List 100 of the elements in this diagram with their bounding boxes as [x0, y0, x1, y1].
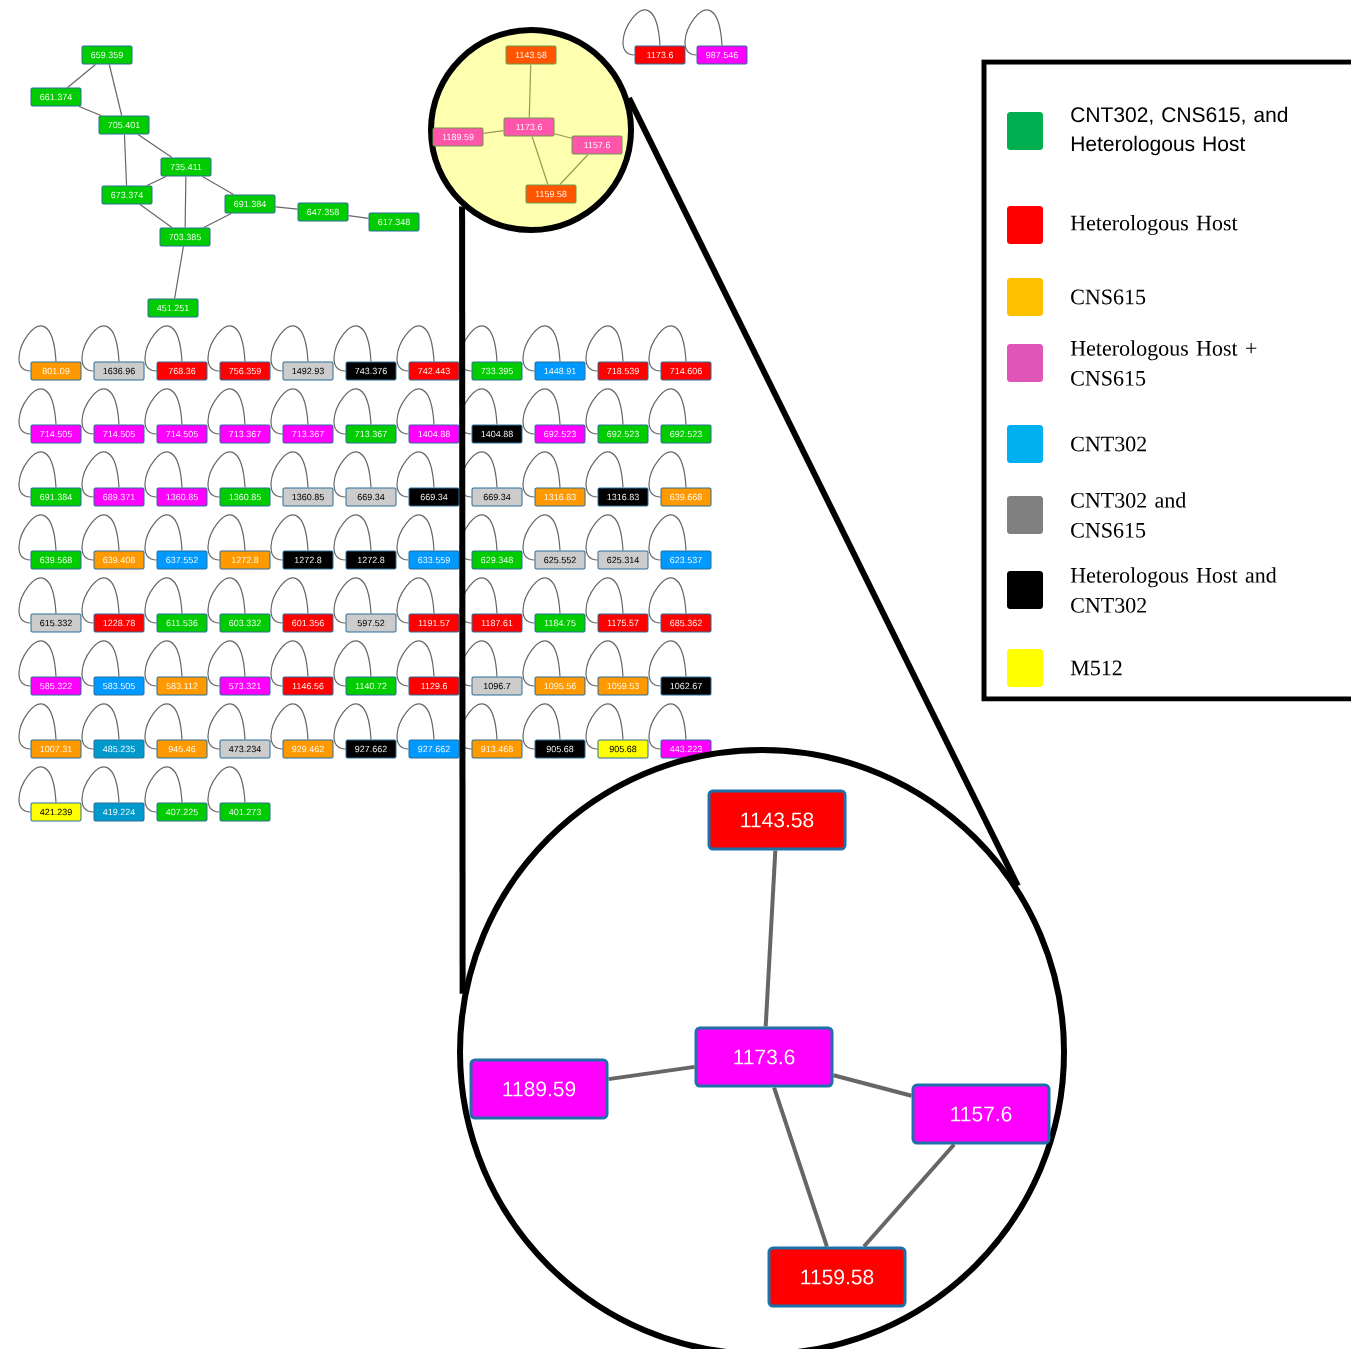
node-box: 1159.58 [525, 184, 577, 204]
connector [528, 63, 532, 119]
node-box: 1146.56 [282, 676, 334, 696]
self-loop [81, 703, 120, 750]
self-loop [207, 451, 246, 498]
self-loop [648, 388, 687, 435]
node-box: 714.505 [156, 424, 208, 444]
self-loop [648, 451, 687, 498]
self-loop [81, 388, 120, 435]
node-box: 669.34 [471, 487, 523, 507]
connector [347, 215, 370, 219]
self-loop [207, 703, 246, 750]
node-box: 1173.6 [503, 117, 555, 137]
node-box: 573.321 [219, 676, 271, 696]
node-box: 1159.58 [767, 1246, 907, 1308]
node-box: 905.68 [597, 739, 649, 759]
connector [274, 206, 299, 210]
legend-label: Heterologous Host + CNS615 [1070, 340, 1257, 386]
node-box: 1316.83 [534, 487, 586, 507]
legend-label: CNT302 and CNS615 [1071, 492, 1187, 538]
self-loop [144, 514, 183, 561]
self-loop [585, 703, 624, 750]
node-box: 633.559 [408, 550, 460, 570]
self-loop [396, 451, 435, 498]
self-loop [522, 325, 561, 372]
node-box: 1175.57 [597, 613, 649, 633]
connector [559, 153, 589, 186]
connector [531, 135, 549, 186]
connector [123, 133, 128, 187]
node-box: 1143.58 [707, 789, 847, 851]
self-loop [81, 640, 120, 687]
self-loop [81, 451, 120, 498]
node-box: 713.367 [345, 424, 397, 444]
node-box: 583.112 [156, 676, 208, 696]
self-loop [144, 703, 183, 750]
self-loop [648, 640, 687, 687]
self-loop [648, 703, 687, 750]
self-loop [333, 451, 372, 498]
node-box: 1187.61 [471, 613, 523, 633]
self-loop [333, 577, 372, 624]
self-loop [333, 325, 372, 372]
node-box: 639.408 [93, 550, 145, 570]
node-box: 718.539 [597, 361, 649, 381]
self-loop [144, 325, 183, 372]
node-box: 623.537 [660, 550, 712, 570]
node-box: 945.46 [156, 739, 208, 759]
self-loop [207, 640, 246, 687]
node-box: 927.662 [345, 739, 397, 759]
node-box: 625.314 [597, 550, 649, 570]
connector [78, 105, 102, 117]
node-box: 659.359 [81, 45, 133, 65]
node-box: 743.376 [345, 361, 397, 381]
node-box: 1448.91 [534, 361, 586, 381]
node-box: 1143.58 [505, 45, 557, 65]
legend-label: Heterologous Host and CNT302 [1070, 567, 1277, 613]
self-loop [648, 577, 687, 624]
node-box: 421.239 [30, 802, 82, 822]
connector [482, 130, 505, 134]
connector [108, 63, 123, 117]
node-box: 673.374 [101, 185, 153, 205]
node-box: 1184.75 [534, 613, 586, 633]
self-loop [333, 388, 372, 435]
self-loop [81, 514, 120, 561]
self-loop [207, 766, 246, 813]
self-loop [270, 640, 309, 687]
node-box: 692.523 [534, 424, 586, 444]
node-box: 1272.8 [282, 550, 334, 570]
connector [553, 133, 573, 139]
self-loop [522, 388, 561, 435]
node-box: 603.332 [219, 613, 271, 633]
node-box: 583.505 [93, 676, 145, 696]
node-box: 1129.6 [408, 676, 460, 696]
self-loop [270, 388, 309, 435]
self-loop [333, 514, 372, 561]
node-box: 1007.31 [30, 739, 82, 759]
node-box: 669.34 [345, 487, 397, 507]
self-loop [648, 514, 687, 561]
legend-label: M512 [1070, 660, 1122, 676]
node-box: 1228.78 [93, 613, 145, 633]
self-loop [585, 514, 624, 561]
node-box: 713.367 [219, 424, 271, 444]
self-loop [207, 577, 246, 624]
self-loop [396, 514, 435, 561]
node-box: 756.359 [219, 361, 271, 381]
node-box: 1096.7 [471, 676, 523, 696]
node-box: 629.348 [471, 550, 523, 570]
self-loop [207, 514, 246, 561]
node-box: 801.09 [30, 361, 82, 381]
self-loop [144, 577, 183, 624]
connector [772, 1086, 829, 1248]
node-box: 1059.53 [597, 676, 649, 696]
node-box: 407.225 [156, 802, 208, 822]
self-loop [270, 577, 309, 624]
node-box: 451.251 [147, 298, 199, 318]
node-box: 733.395 [471, 361, 523, 381]
node-box: 625.552 [534, 550, 586, 570]
self-loop [207, 325, 246, 372]
node-box: 929.462 [282, 739, 334, 759]
node-box: 647.358 [297, 202, 349, 222]
node-box: 1189.59 [469, 1058, 609, 1120]
